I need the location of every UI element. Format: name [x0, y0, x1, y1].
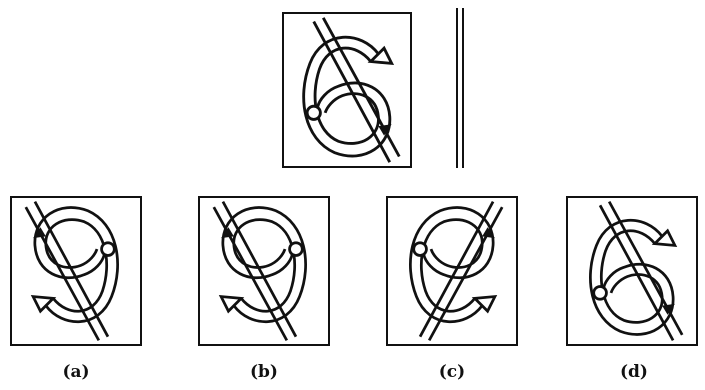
option-b-panel[interactable]	[198, 196, 330, 346]
digit-six-with-diagonal-bar-icon	[302, 16, 401, 164]
nine-variant-icon	[212, 200, 307, 342]
mirror-line-icon	[456, 8, 464, 168]
option-b-label: (b)	[250, 362, 278, 382]
option-a-panel[interactable]	[10, 196, 142, 346]
option-d-label: (d)	[620, 362, 648, 382]
six-variant-icon	[589, 200, 684, 342]
option-c-label: (c)	[438, 362, 466, 382]
option-d-panel[interactable]	[566, 196, 698, 346]
question-panel	[282, 12, 412, 168]
mirrored-six-c-icon	[409, 200, 504, 342]
question-figure	[282, 12, 412, 168]
option-a-label: (a)	[62, 362, 90, 382]
mirrored-six-a-icon	[24, 200, 119, 342]
option-c-panel[interactable]	[386, 196, 518, 346]
